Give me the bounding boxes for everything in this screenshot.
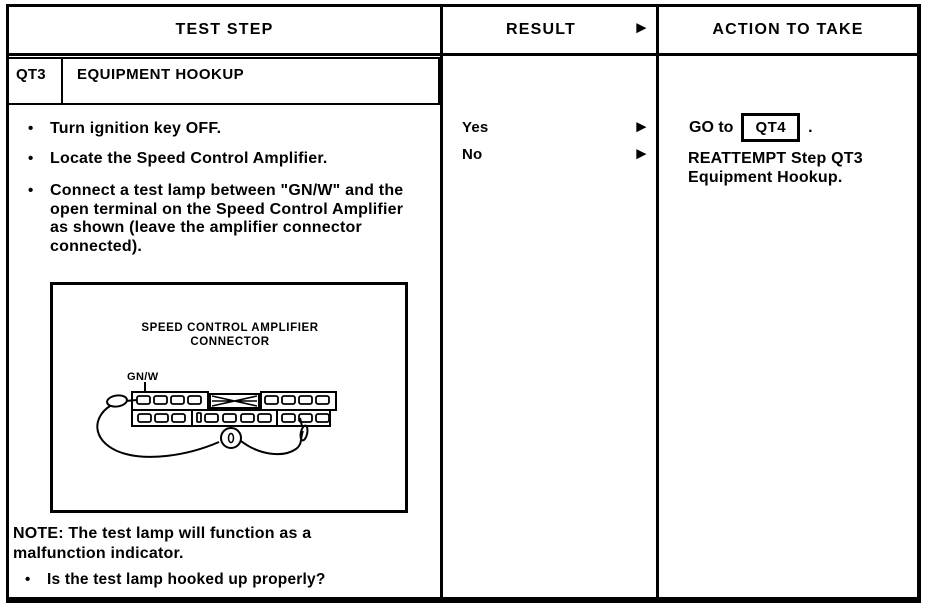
header-action: ACTION TO TAKE	[712, 21, 864, 38]
action-goto: GO to QT4 .	[689, 113, 813, 142]
arrow-right-icon: ►	[633, 144, 650, 163]
table-border-bottom	[6, 597, 921, 603]
column-divider-2	[656, 4, 659, 600]
header-separator	[6, 53, 921, 56]
bullet-icon: •	[25, 571, 31, 588]
figure-title-line2: CONNECTOR	[190, 336, 269, 348]
result-yes: Yes	[462, 119, 489, 136]
goto-period: .	[808, 118, 813, 136]
list-item: • Locate the Speed Control Amplifier.	[28, 150, 424, 169]
wire-label: GN/W	[127, 371, 159, 383]
goto-label: GO to	[689, 118, 734, 136]
test-step-bullet-3: Connect a test lamp between "GN/W" and t…	[50, 182, 404, 255]
list-item: • Connect a test lamp between "GN/W" and…	[28, 182, 424, 256]
header-test-step: TEST STEP	[175, 21, 274, 38]
table-border-left	[6, 4, 9, 603]
bullet-icon: •	[28, 150, 34, 167]
result-no: No	[462, 146, 483, 163]
goto-target-box: QT4	[741, 113, 801, 142]
step-title: EQUIPMENT HOOKUP	[77, 66, 245, 83]
arrow-right-icon: ►	[633, 117, 650, 136]
bullet-icon: •	[28, 182, 34, 199]
test-lamp-drawing	[96, 394, 309, 458]
test-step-bullet-1: Turn ignition key OFF.	[50, 120, 222, 137]
figure-title-line1: SPEED CONTROL AMPLIFIER	[141, 322, 318, 334]
step-id: QT3	[16, 66, 46, 83]
connector-diagram: SPEED CONTROL AMPLIFIER CONNECTOR GN/W	[50, 282, 408, 513]
step-header-box	[7, 57, 440, 105]
table-border-right	[917, 4, 921, 603]
note-text: NOTE: The test lamp will function as a m…	[13, 525, 312, 562]
bullet-icon: •	[28, 120, 34, 137]
action-reattempt: REATTEMPT Step QT3 Equipment Hookup.	[688, 150, 863, 186]
question-text: Is the test lamp hooked up properly?	[47, 571, 326, 588]
connector-drawing: SPEED CONTROL AMPLIFIER CONNECTOR GN/W	[96, 322, 337, 458]
table-border-top	[6, 4, 921, 7]
test-step-bullet-2: Locate the Speed Control Amplifier.	[50, 150, 328, 167]
arrow-right-icon: ►	[633, 18, 650, 37]
column-divider-1	[440, 4, 443, 600]
question-row: • Is the test lamp hooked up properly?	[25, 571, 425, 590]
step-header-divider	[61, 57, 63, 105]
header-result: RESULT	[505, 21, 576, 38]
list-item: • Turn ignition key OFF.	[28, 120, 424, 139]
